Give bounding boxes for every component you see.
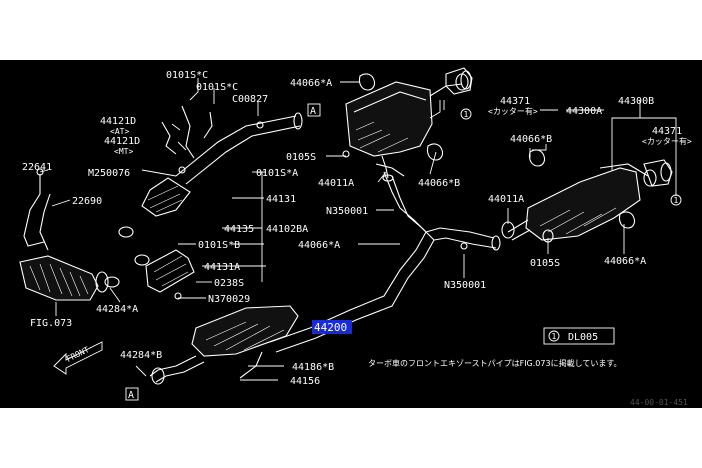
selected-part-44200[interactable]: 44200 (312, 320, 352, 334)
callout-22690: 22690 (72, 196, 102, 207)
callout-44066-a-top: 44066*A (290, 78, 332, 89)
callout-c00827: C00827 (232, 94, 268, 105)
callout-0101s-c-1: 0101S*C (166, 70, 208, 81)
callout-0101s-c-2: 0101S*C (196, 82, 238, 93)
ref-box-a-top[interactable]: A (307, 103, 321, 117)
cutter-tip-right[interactable] (643, 159, 673, 187)
svg-text:DL005: DL005 (568, 332, 598, 343)
front-pipe[interactable] (141, 112, 303, 217)
callout-0238s: 0238S (214, 278, 244, 289)
callout-44066-b-left: 44066*B (418, 178, 460, 189)
muffler-left[interactable] (345, 73, 469, 182)
callout-44135: 44135 (224, 224, 254, 235)
footer-code: 44-00-01-451 (630, 398, 688, 407)
callout-44186-b: 44186*B (292, 362, 334, 373)
callout-44371-left: 44371 (500, 96, 530, 107)
callout-44300a: 44300A (566, 106, 602, 117)
leader-lines (39, 78, 677, 381)
callout-at-note: <AT> (110, 127, 129, 136)
callout-44121d-at: 44121D (100, 116, 136, 127)
hanger-bracket[interactable] (161, 105, 213, 159)
circled-marker-icon: 1 1 (460, 108, 682, 206)
callout-mt-note: <MT> (114, 147, 133, 156)
exhaust-diagram: A A 0101S*C 0101S*C C00827 44121D <AT> 4… (19, 67, 692, 401)
callout-n350001-top: N350001 (326, 206, 368, 217)
callout-0101s-a: 0101S*A (256, 168, 298, 179)
callout-44066-b-right: 44066*B (510, 134, 552, 145)
callout-44121d-mt: 44121D (104, 136, 140, 147)
callout-cutter-note-right: <カッター有> (642, 136, 692, 146)
callout-fig073: FIG.073 (30, 318, 72, 329)
svg-text:A: A (310, 106, 316, 117)
svg-text:1: 1 (552, 332, 557, 341)
callout-n370029: N370029 (208, 294, 250, 305)
svg-text:1: 1 (464, 110, 469, 119)
callout-44300b: 44300B (618, 96, 654, 107)
parts-diagram-viewer: A A 0101S*C 0101S*C C00827 44121D <AT> 4… (0, 60, 702, 408)
muffler-right[interactable] (507, 163, 657, 241)
callout-44371-right: 44371 (652, 126, 682, 137)
callout-44131: 44131 (266, 194, 296, 205)
legend-box: 1 DL005 (543, 327, 615, 345)
front-converter[interactable] (19, 255, 109, 301)
svg-text:44200: 44200 (314, 321, 347, 334)
callout-44284-b: 44284*B (120, 350, 162, 361)
cutter-tip-left[interactable] (445, 67, 473, 95)
callout-44284-a: 44284*A (96, 304, 138, 315)
callout-0105s-right: 0105S (530, 258, 560, 269)
callout-22641: 22641 (22, 162, 52, 173)
callout-n350001-bottom: N350001 (444, 280, 486, 291)
svg-text:FRONT: FRONT (65, 345, 91, 364)
ref-box-a-bottom[interactable]: A (125, 387, 139, 401)
svg-text:1: 1 (674, 196, 679, 205)
callout-44156: 44156 (290, 376, 320, 387)
turbo-note: ターボ車のフロントエキゾーストパイプはFIG.073に掲載しています。 (368, 358, 622, 368)
callout-44011a-left: 44011A (318, 178, 354, 189)
callout-m250076: M250076 (88, 168, 130, 179)
callout-44066-a-mid: 44066*A (298, 240, 340, 251)
callout-0105s-left: 0105S (286, 152, 316, 163)
callout-44102ba: 44102BA (266, 224, 308, 235)
svg-text:A: A (128, 390, 134, 401)
callout-cutter-note-left: <カッター有> (488, 106, 538, 116)
front-arrow-icon: FRONT (53, 341, 103, 375)
gaskets-bolts[interactable] (104, 121, 264, 300)
flex-pipe[interactable] (145, 249, 195, 293)
callout-0101s-b: 0101S*B (198, 240, 240, 251)
rubber-hangers-left[interactable] (342, 73, 444, 177)
oxygen-sensor-wire[interactable] (23, 168, 51, 251)
callout-44131a: 44131A (204, 262, 240, 273)
callout-44066-a-right: 44066*A (604, 256, 646, 267)
callout-44011a-right: 44011A (488, 194, 524, 205)
callout-labels[interactable]: 0101S*C 0101S*C C00827 44121D <AT> 44121… (22, 70, 692, 387)
y-pipe-junction[interactable] (383, 171, 501, 251)
